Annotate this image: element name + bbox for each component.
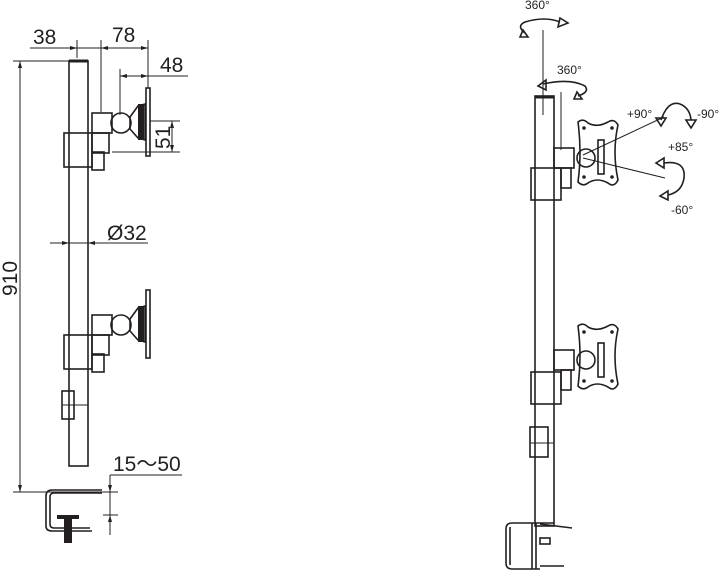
pole-right (534, 30, 562, 527)
dim-desk-thickness: 15〜50 (113, 453, 181, 476)
label-arm-rotation: 360° (557, 63, 582, 77)
cable-clip (61, 390, 88, 420)
lower-arm-mount (63, 289, 151, 373)
label-tilt-minus: -60° (671, 203, 693, 217)
left-side-view: 38 78 48 51 Ø32 910 15〜50 (0, 24, 188, 543)
dimension-lines (13, 40, 188, 535)
lower-vesa-bracket (530, 323, 619, 405)
right-rotation-view: 360° 360° +90° -90° +85° -60° (505, 0, 719, 570)
label-tilt-plus: +85° (668, 140, 693, 154)
dim-48: 48 (160, 54, 183, 77)
dim-78: 78 (112, 24, 135, 47)
rotation-arrows (518, 16, 698, 202)
upper-vesa-bracket (530, 116, 666, 201)
dim-pole-diameter: Ø32 (107, 222, 147, 245)
dim-910: 910 (0, 261, 22, 296)
upper-arm-mount (63, 87, 151, 171)
label-swivel-minus: -90° (697, 107, 719, 121)
label-pole-rotation: 360° (525, 0, 550, 12)
desk-clamp-right (505, 522, 573, 570)
dim-51: 51 (152, 126, 175, 149)
desk-clamp (45, 489, 102, 543)
label-swivel-plus: +90° (627, 107, 652, 121)
cable-clip-right (529, 426, 554, 458)
dim-38: 38 (33, 26, 56, 49)
